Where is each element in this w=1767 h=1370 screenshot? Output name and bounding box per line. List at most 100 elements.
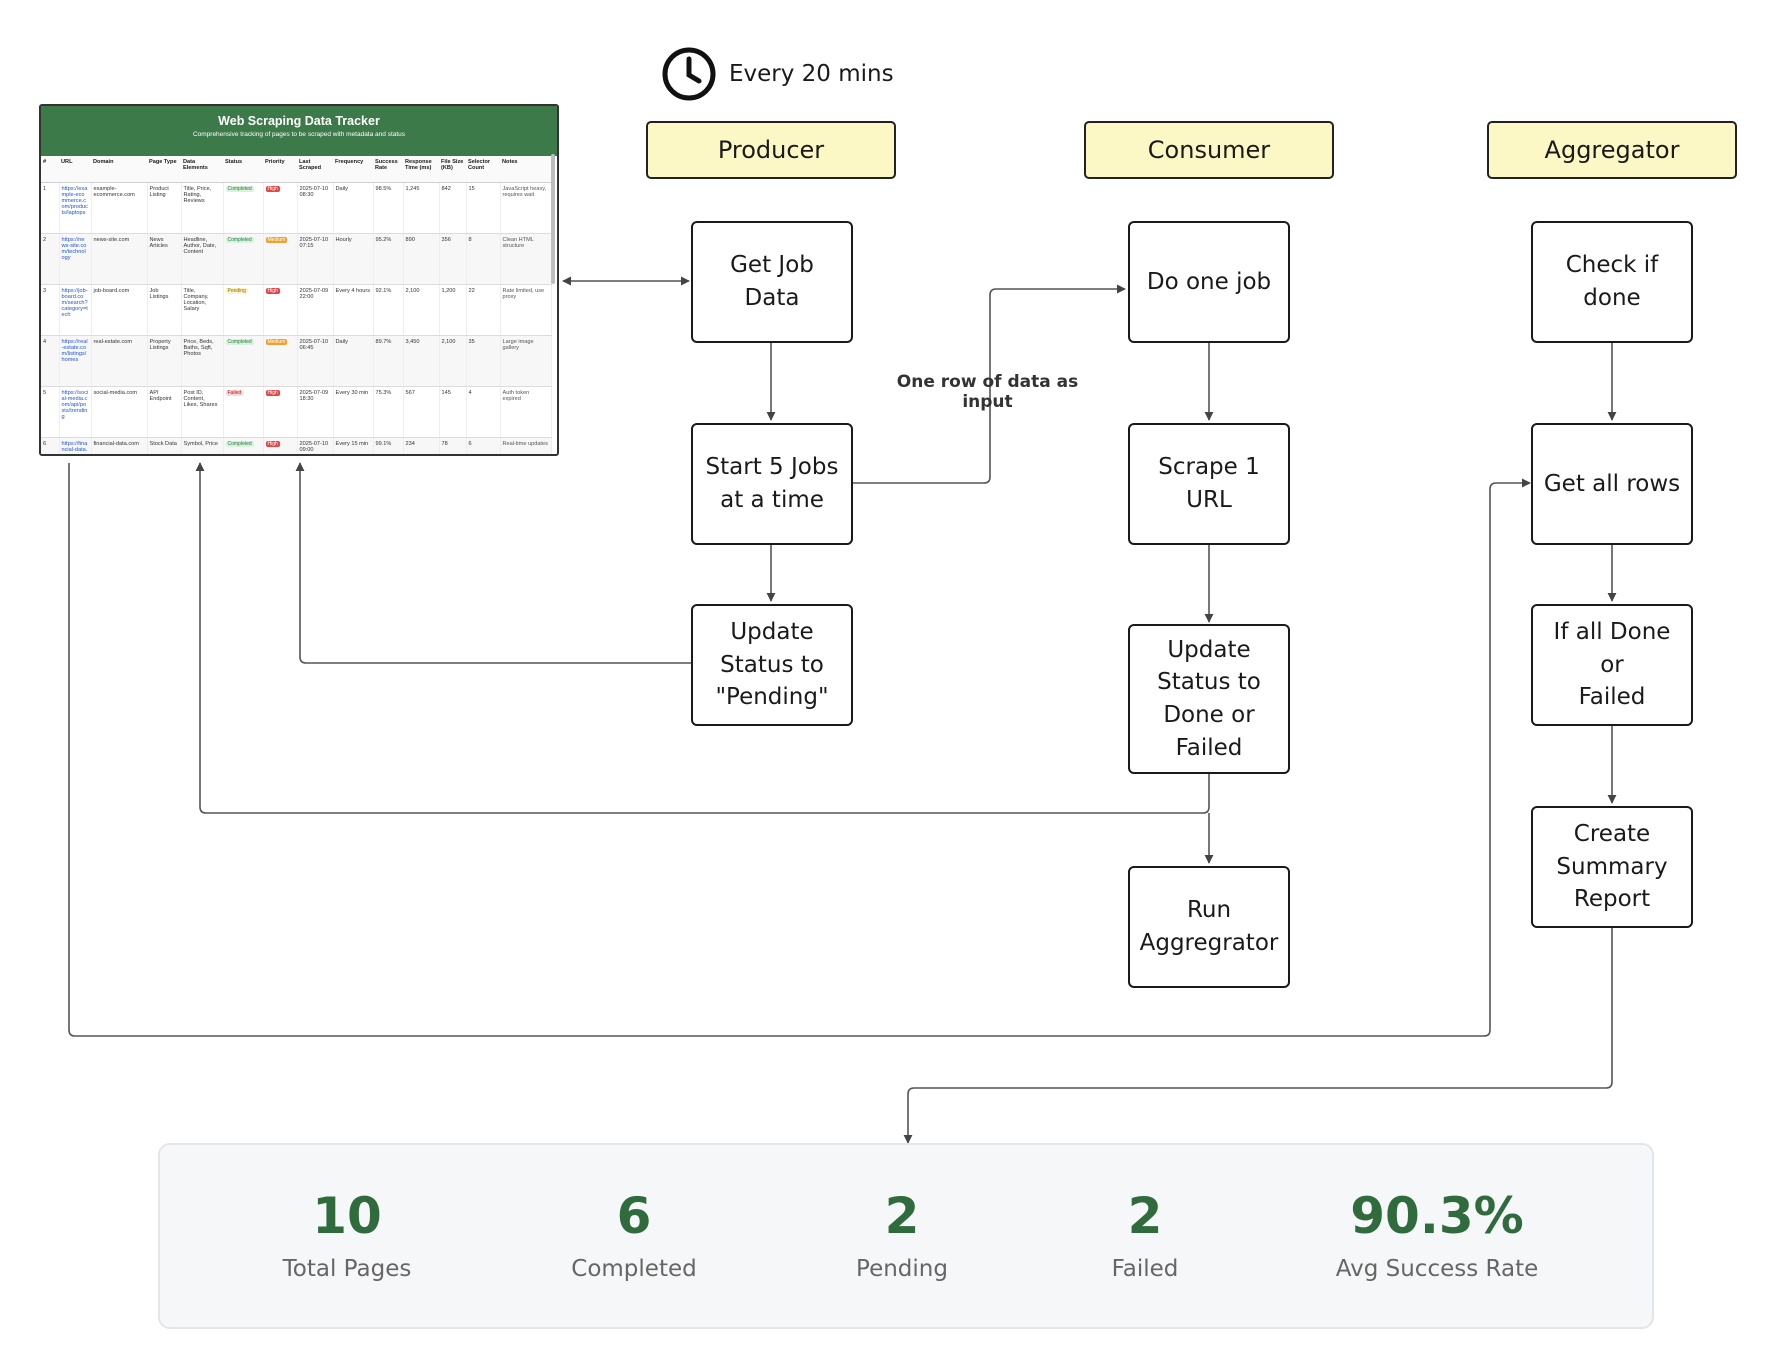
stat-pending: 2 Pending xyxy=(856,1187,948,1283)
tracker-cell: Large image gallery xyxy=(500,335,552,387)
tracker-cell: News Articles xyxy=(147,233,182,285)
tracker-cell: Job Listings xyxy=(147,284,182,336)
tracker-cell: Daily xyxy=(333,335,374,387)
stat-label: Completed xyxy=(571,1256,697,1282)
status-badge: Failed xyxy=(225,390,244,396)
node-get-job-data: Get Job Data xyxy=(691,221,853,343)
tracker-priority-cell: High xyxy=(263,284,298,336)
edge-start-jobs-do-one-job xyxy=(852,284,1126,484)
tracker-sheet: Web Scraping Data Tracker Comprehensive … xyxy=(39,104,559,456)
tracker-cell: Rate limited, use proxy xyxy=(500,284,552,336)
tracker-url-link[interactable]: https://financial-data.com xyxy=(59,437,92,454)
tracker-cell: social-media.com xyxy=(91,386,148,438)
tracker-status-cell: Completed xyxy=(223,437,264,454)
tracker-priority-cell: High xyxy=(263,386,298,438)
tracker-cell: 356 xyxy=(439,233,467,285)
tracker-cell: financial-data.com xyxy=(91,437,148,454)
tracker-cell: 2025-07-10 07:15 xyxy=(297,233,334,285)
tracker-cell: 8 xyxy=(466,233,501,285)
stat-failed: 2 Failed xyxy=(1111,1189,1179,1283)
tracker-url-link[interactable]: https://real-estate.com/listings/homes xyxy=(59,335,92,387)
stat-value: 6 xyxy=(616,1187,652,1245)
summary-stats-panel: 10 Total Pages 6 Completed 2 Pending 2 F… xyxy=(158,1143,1654,1329)
tracker-cell: 35 xyxy=(466,335,501,387)
tracker-url-link[interactable]: https://social-media.com/api/posts/trend… xyxy=(59,386,92,438)
tracker-cell: 4 xyxy=(41,335,60,387)
lane-header-aggregator: Aggregator xyxy=(1487,121,1737,179)
tracker-cell: Every 4 hours xyxy=(333,284,374,336)
tracker-cell: Auth token expired xyxy=(500,386,552,438)
tracker-cell: 89.7% xyxy=(373,335,404,387)
tracker-cell: job-board.com xyxy=(91,284,148,336)
tracker-cell: real-estate.com xyxy=(91,335,148,387)
tracker-cell: Post ID, Content, Likes, Shares xyxy=(181,386,224,438)
stat-completed: 6 Completed xyxy=(571,1187,697,1283)
node-get-all-rows: Get all rows xyxy=(1531,423,1693,545)
tracker-cell: 22 xyxy=(466,284,501,336)
tracker-cell: Clean HTML structure xyxy=(500,233,552,285)
priority-badge: High xyxy=(265,288,280,294)
tracker-cell: 4 xyxy=(466,386,501,438)
tracker-cell: 92.1% xyxy=(373,284,404,336)
tracker-cell: API Endpoint xyxy=(147,386,182,438)
tracker-cell: Symbol, Price xyxy=(181,437,224,454)
tracker-status-cell: Completed xyxy=(223,182,264,234)
tracker-cell: Daily xyxy=(333,182,374,234)
tracker-cell: 2025-07-10 06:45 xyxy=(297,335,334,387)
priority-badge: High xyxy=(265,390,280,396)
stat-value: 2 xyxy=(884,1187,920,1245)
edge-label-row-input: One row of data as input xyxy=(896,372,1079,412)
tracker-priority-cell: High xyxy=(263,437,298,454)
tracker-cell: 78 xyxy=(439,437,467,454)
schedule-label: Every 20 mins xyxy=(729,61,894,87)
tracker-cell: Hourly xyxy=(333,233,374,285)
tracker-cell: Product Listing xyxy=(147,182,182,234)
stat-label: Failed xyxy=(1111,1256,1179,1282)
node-run-aggregator: Run Aggregrator xyxy=(1128,866,1290,988)
edge-tracker-get-rows xyxy=(68,463,1531,1037)
lane-header-consumer: Consumer xyxy=(1084,121,1334,179)
tracker-cell: 2025-07-09 18:30 xyxy=(297,386,334,438)
tracker-cell: Price, Beds, Baths, Sqft, Photos xyxy=(181,335,224,387)
tracker-cell: 15 xyxy=(466,182,501,234)
tracker-cell: 567 xyxy=(403,386,440,438)
tracker-cell: example-ecommerce.com xyxy=(91,182,148,234)
tracker-cell: 6 xyxy=(41,437,60,454)
tracker-cell: 145 xyxy=(439,386,467,438)
tracker-cell: 95.2% xyxy=(373,233,404,285)
status-badge: Pending xyxy=(225,288,248,294)
tracker-cell: 890 xyxy=(403,233,440,285)
tracker-cell: 2,100 xyxy=(403,284,440,336)
tracker-cell: 2,100 xyxy=(439,335,467,387)
stat-label: Total Pages xyxy=(282,1256,412,1282)
tracker-cell: 2025-07-10 08:30 xyxy=(297,182,334,234)
status-badge: Completed xyxy=(225,441,254,447)
tracker-cell: 6 xyxy=(466,437,501,454)
tracker-cell: JavaScript heavy, requires wait xyxy=(500,182,552,234)
tracker-priority-cell: Medium xyxy=(263,335,298,387)
tracker-cell: 3,450 xyxy=(403,335,440,387)
clock-icon xyxy=(662,47,716,101)
lane-header-producer: Producer xyxy=(646,121,896,179)
tracker-url-link[interactable]: https://job-board.com/search?category=te… xyxy=(59,284,92,336)
tracker-url-link[interactable]: https://example-ecommerce.com/products/l… xyxy=(59,182,92,234)
tracker-priority-cell: Medium xyxy=(263,233,298,285)
tracker-status-cell: Pending xyxy=(223,284,264,336)
node-update-status-done-failed: Update Status to Done or Failed xyxy=(1128,624,1290,774)
tracker-url-link[interactable]: https://news-site.com/technology xyxy=(59,233,92,285)
stat-avg-success-rate: 90.3% Avg Success Rate xyxy=(1336,1189,1539,1283)
stat-label: Pending xyxy=(856,1256,948,1282)
tracker-scrollbar[interactable] xyxy=(551,154,555,284)
tracker-column-header: Frequency xyxy=(333,156,373,183)
tracker-cell: 99.1% xyxy=(373,437,404,454)
tracker-status-cell: Failed xyxy=(223,386,264,438)
tracker-priority-cell: High xyxy=(263,182,298,234)
